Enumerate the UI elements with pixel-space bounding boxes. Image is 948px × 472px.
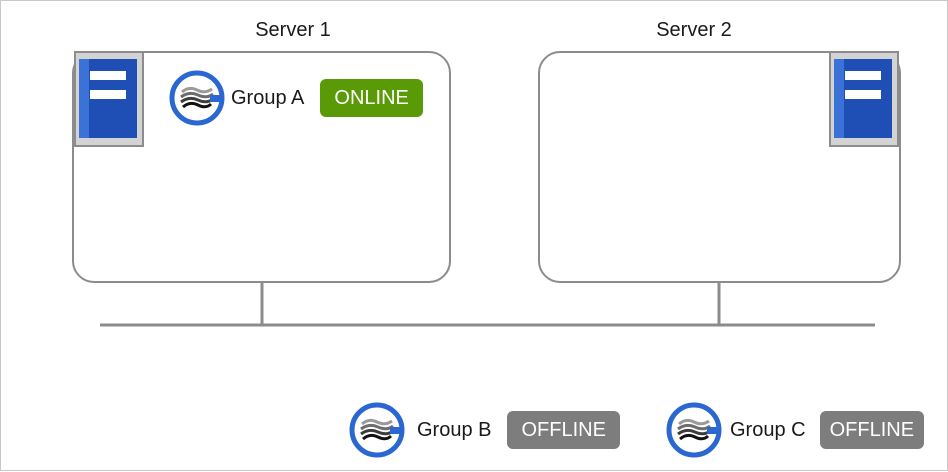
group-c: Group C OFFLINE bbox=[666, 402, 925, 458]
group-c-name: Group C bbox=[730, 418, 806, 441]
group-b: Group B OFFLINE bbox=[349, 402, 620, 458]
server-rack-icon bbox=[829, 51, 899, 147]
group-a-status-badge: ONLINE bbox=[320, 79, 423, 117]
server-2-label: Server 2 bbox=[656, 19, 732, 41]
server-1-label: Server 1 bbox=[255, 19, 331, 41]
failover-group-logo-icon bbox=[169, 70, 225, 126]
server-rack-icon bbox=[74, 51, 144, 147]
group-b-name: Group B bbox=[417, 418, 492, 441]
group-c-status-badge: OFFLINE bbox=[819, 411, 925, 449]
group-a: Group A ONLINE bbox=[169, 70, 423, 126]
failover-group-logo-icon bbox=[349, 402, 405, 458]
failover-group-logo-icon bbox=[666, 402, 722, 458]
group-a-name: Group A bbox=[231, 86, 305, 109]
group-b-status-badge: OFFLINE bbox=[507, 411, 620, 449]
